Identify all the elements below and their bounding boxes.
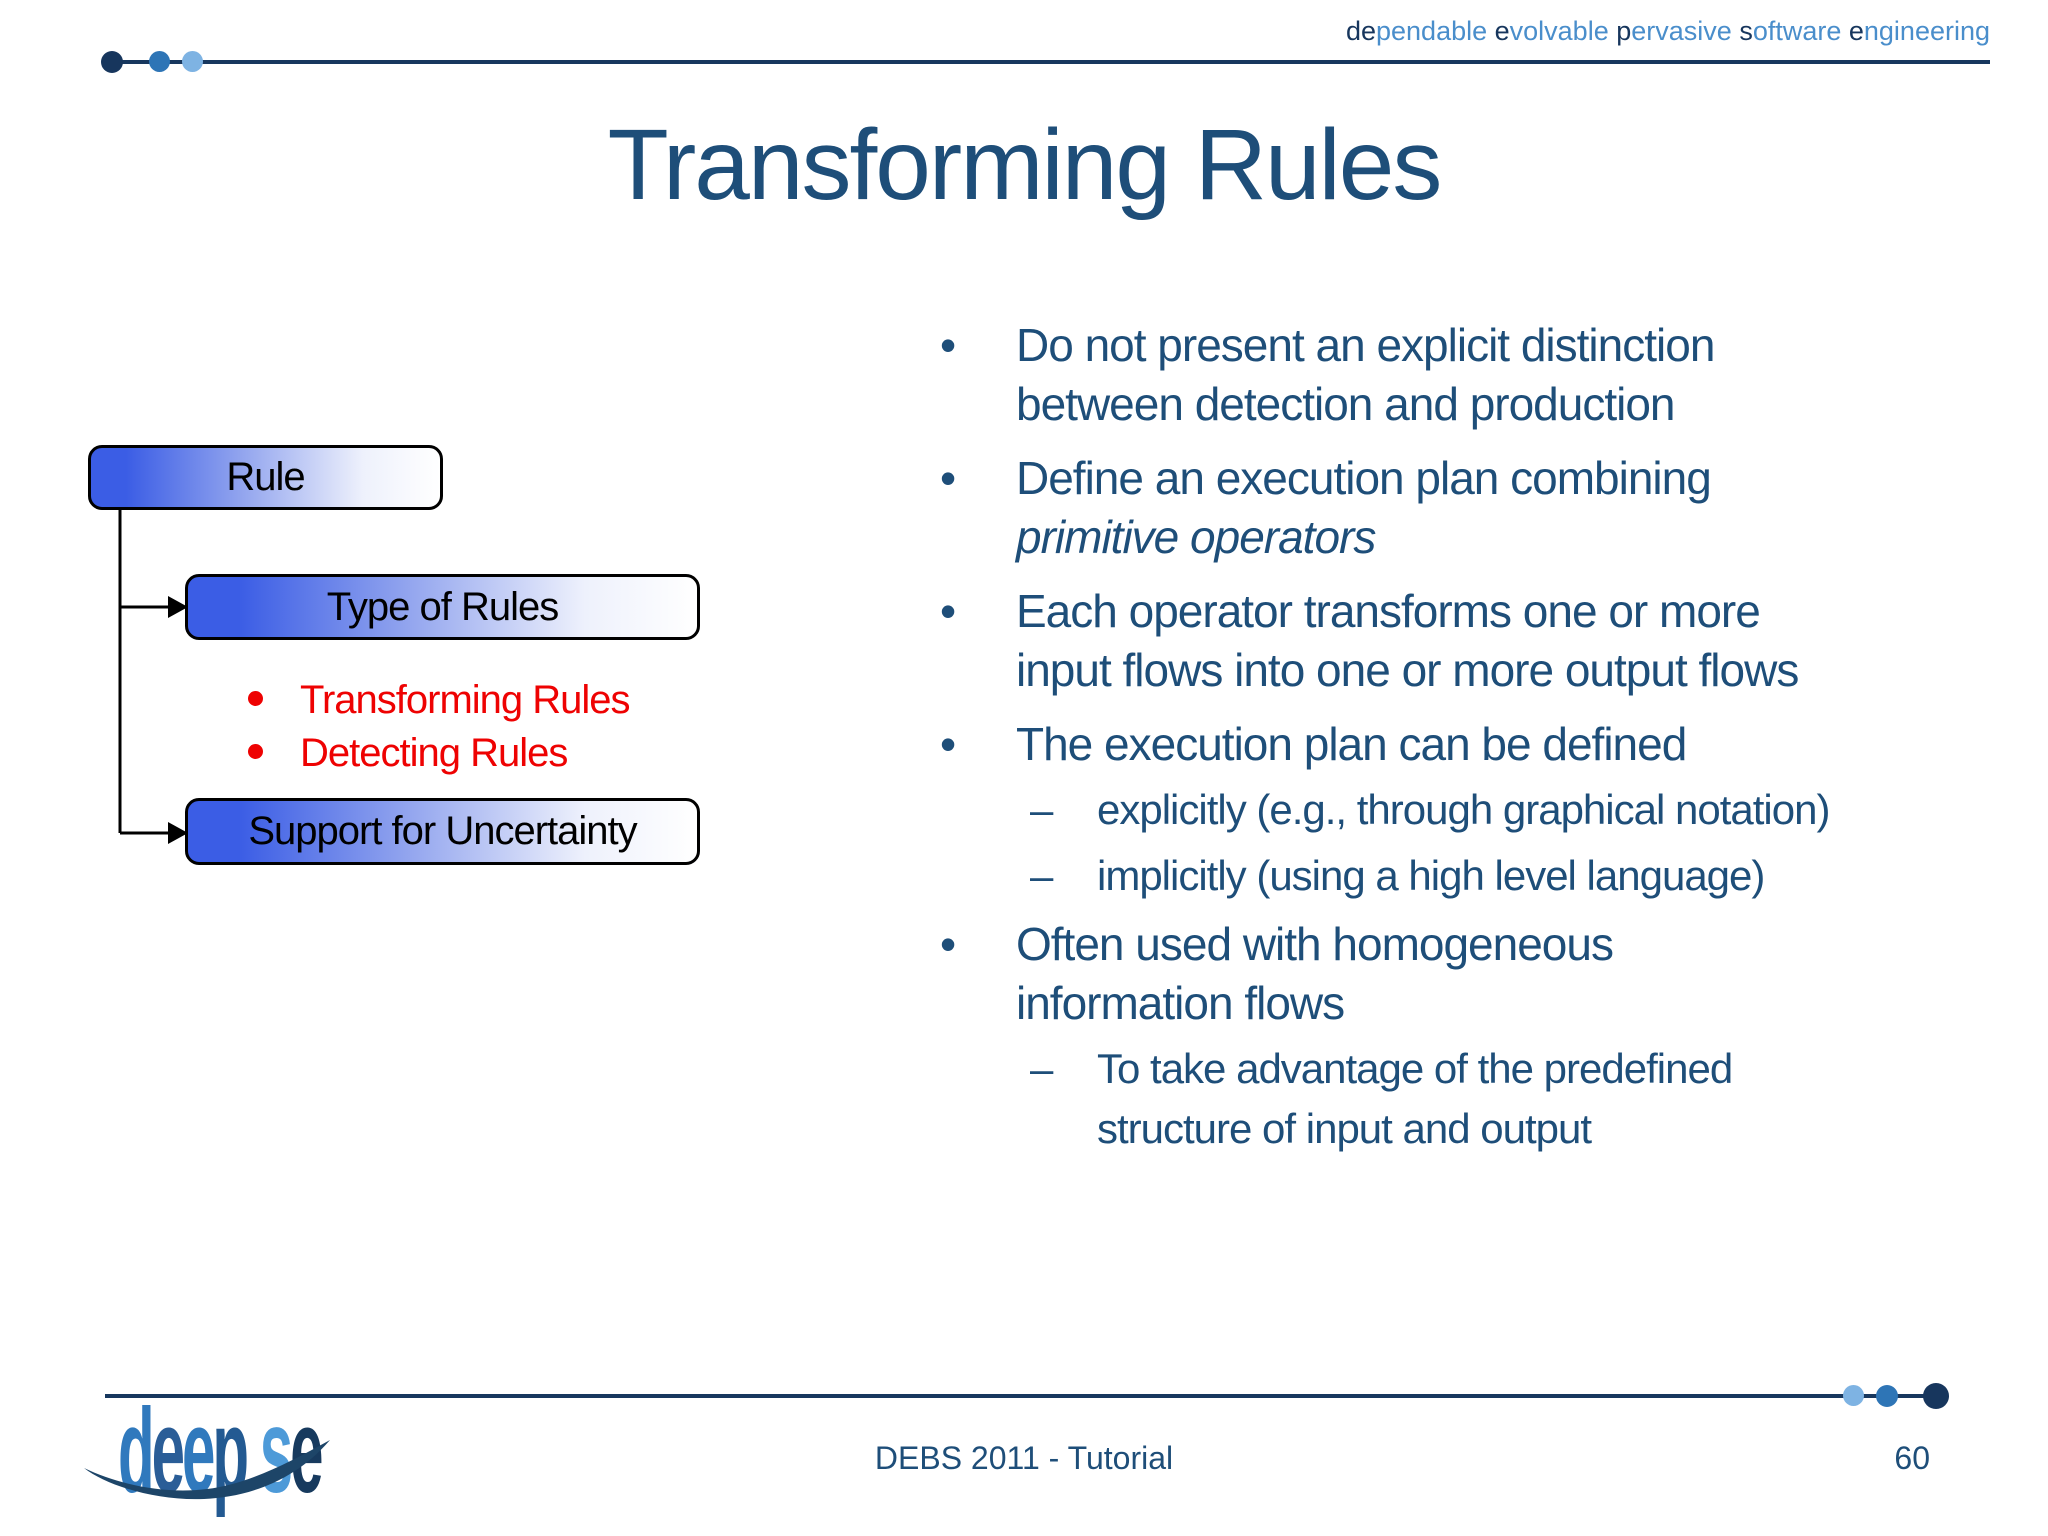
text-line: between detection and production [1016, 378, 1676, 430]
footer-title: DEBS 2011 - Tutorial [874, 1440, 1174, 1476]
brand-segment: volvable [1509, 16, 1617, 46]
diagram-node-label: Rule [226, 455, 305, 499]
bullet-content: • Do not present an explicit distinction… [940, 316, 1970, 1168]
dash-icon: – [1030, 852, 1054, 899]
bullet-item: • Often used with homogeneous informatio… [940, 915, 1970, 1033]
brand-segment: ngineering [1863, 16, 1990, 46]
header-rule-line [112, 60, 1990, 64]
sub-bullet-text: To take advantage of the predefined stru… [1097, 1039, 1733, 1159]
text-line: Define an execution plan combining [1016, 452, 1712, 504]
sub-bullet-text: implicitly (using a high level language) [1097, 846, 1765, 906]
bullet-text: Do not present an explicit distinction b… [1016, 316, 1715, 434]
arrowhead-icon [168, 822, 188, 844]
page-title: Transforming Rules [607, 109, 1443, 221]
diagram-node-label: Type of Rules [326, 584, 560, 629]
text-line: input flows into one or more output flow… [1016, 644, 1799, 696]
text-line: Each operator transforms one or more [1016, 585, 1761, 637]
text-line-italic: primitive operators [1016, 511, 1376, 563]
brand-segment: ervasive [1631, 16, 1740, 46]
footer-rule-line [105, 1394, 1938, 1398]
header-dot-light [182, 51, 203, 72]
logo-swoosh-icon [84, 1440, 330, 1500]
sub-bullet-item: – explicitly (e.g., through graphical no… [940, 780, 1970, 840]
text-line: explicitly (e.g., through graphical nota… [1097, 786, 1830, 833]
rule-types-list: Transforming Rules Detecting Rules [248, 674, 808, 780]
text-line: implicitly (using a high level language) [1097, 852, 1765, 899]
footer-dot-dark [1923, 1383, 1949, 1409]
brand-segment: e [1848, 16, 1864, 46]
bullet-group: • Often used with homogeneous informatio… [940, 915, 1970, 1159]
list-item: Detecting Rules [248, 727, 808, 780]
bullet-text: Often used with homogeneous information … [1016, 915, 1614, 1033]
sub-bullet-item: – implicitly (using a high level languag… [940, 846, 1970, 906]
diagram-node-rule: Rule [88, 445, 443, 510]
diagram-node-support-for-uncertainty: Support for Uncertainty [185, 798, 700, 865]
logo-letter: s [259, 1384, 293, 1518]
header-dot-medium [149, 51, 170, 72]
brand-segment: de [1345, 16, 1376, 46]
bullet-icon: • [940, 452, 957, 504]
bullet-icon [248, 691, 263, 706]
diagram-node-label: Support for Uncertainty [248, 809, 637, 853]
bullet-item: • The execution plan can be defined [940, 715, 1970, 774]
text-line: Often used with homogeneous [1016, 918, 1614, 970]
bullet-icon [248, 744, 263, 759]
brand-segment: e [1494, 16, 1510, 46]
brand-segment: pendable [1376, 16, 1495, 46]
brand-tagline: dependable evolvable pervasive software … [1346, 16, 1990, 47]
bullet-icon: • [940, 718, 957, 770]
bullet-group: • The execution plan can be defined – ex… [940, 715, 1970, 906]
bullet-text: The execution plan can be defined [1016, 715, 1687, 774]
dash-icon: – [1030, 786, 1054, 833]
list-item: Transforming Rules [248, 674, 808, 727]
bullet-item: • Each operator transforms one or more i… [940, 582, 1970, 700]
bullet-item: • Define an execution plan combining pri… [940, 449, 1970, 567]
footer-dot-medium [1876, 1385, 1898, 1407]
bullet-text: Define an execution plan combining primi… [1016, 449, 1712, 567]
sub-bullet-item: – To take advantage of the predefined st… [940, 1039, 1970, 1159]
arrowhead-icon [168, 596, 188, 618]
dash-icon: – [1030, 1045, 1054, 1092]
text-line: structure of input and output [1097, 1105, 1592, 1152]
bullet-text: Each operator transforms one or more inp… [1016, 582, 1799, 700]
text-line: To take advantage of the predefined [1097, 1045, 1733, 1092]
brand-segment: s [1739, 16, 1753, 46]
diagram-connector-lines [118, 507, 188, 844]
brand-segment: p [1616, 16, 1632, 46]
header-dot-dark [101, 51, 123, 73]
page-number: 60 [1894, 1440, 1930, 1476]
diagram-node-type-of-rules: Type of Rules [185, 574, 700, 640]
sub-bullet-text: explicitly (e.g., through graphical nota… [1097, 780, 1830, 840]
bullet-icon: • [940, 918, 957, 970]
list-item-label: Transforming Rules [300, 678, 631, 722]
bullet-icon: • [940, 585, 957, 637]
brand-segment: oftware [1752, 16, 1849, 46]
bullet-item: • Do not present an explicit distinction… [940, 316, 1970, 434]
text-line: Do not present an explicit distinction [1016, 319, 1715, 371]
footer-dot-light [1843, 1385, 1864, 1406]
list-item-label: Detecting Rules [300, 731, 568, 775]
text-line: The execution plan can be defined [1016, 718, 1687, 770]
bullet-icon: • [940, 319, 957, 371]
text-line: information flows [1016, 977, 1345, 1029]
